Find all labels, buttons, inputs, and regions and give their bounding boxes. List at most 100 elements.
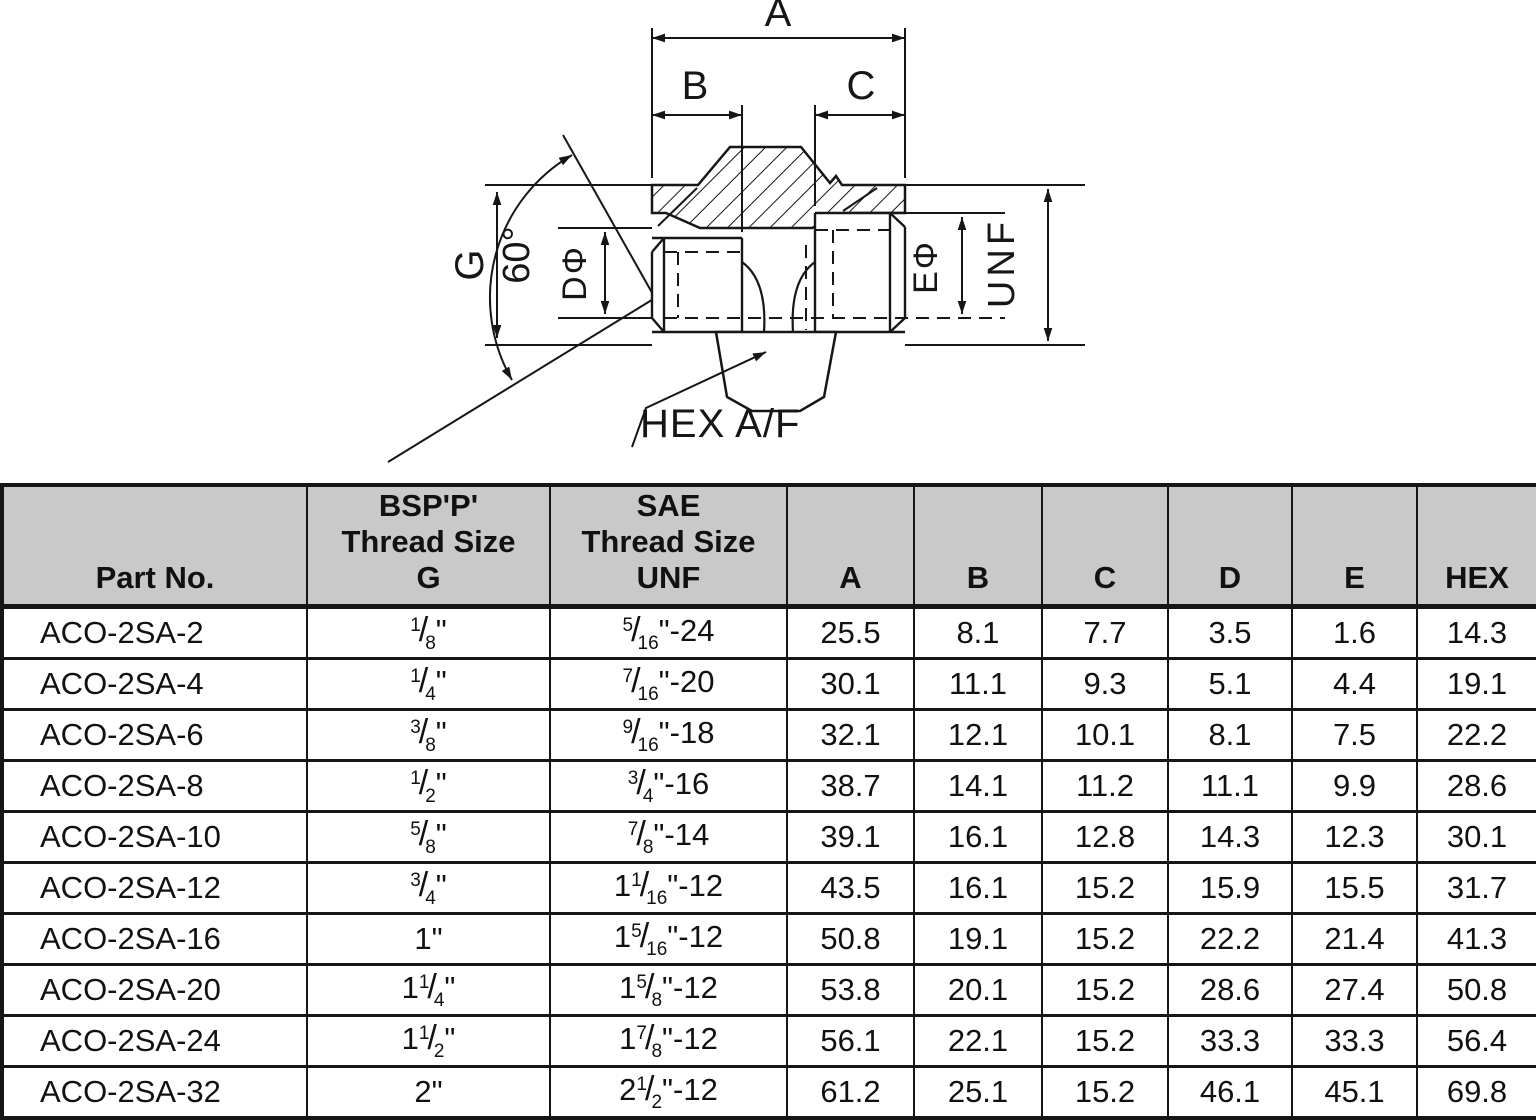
dim-hex-cell: 30.1	[1416, 810, 1536, 863]
dim-c-cell: 15.2	[1041, 963, 1168, 1016]
sae-unf-cell: 7/16"-20	[549, 657, 787, 710]
dim-e-cell: 1.6	[1291, 606, 1417, 659]
dim-hex-cell: 50.8	[1416, 963, 1536, 1016]
part-no-cell: ACO-2SA-2	[2, 606, 307, 659]
header-row: Part No. BSP'P' Thread Size G SAE Thread…	[2, 485, 1536, 609]
sae-unf-cell: 21/2"-12	[549, 1065, 787, 1118]
dim-e-cell: 27.4	[1291, 963, 1417, 1016]
dim-e-cell: 4.4	[1291, 657, 1417, 710]
dim-c-cell: 15.2	[1041, 1065, 1168, 1118]
dim-label-unf: UNF	[981, 218, 1023, 308]
dim-a-cell: 53.8	[786, 963, 914, 1016]
dim-a-cell: 32.1	[786, 708, 914, 761]
spec-table: Part No. BSP'P' Thread Size G SAE Thread…	[0, 483, 1536, 1120]
dimension-lines	[492, 28, 1053, 448]
dim-hex-cell: 14.3	[1416, 606, 1536, 659]
dim-a-cell: 61.2	[786, 1065, 914, 1118]
dim-a-cell: 39.1	[786, 810, 914, 863]
bsp-g-cell: 1/4"	[306, 657, 550, 710]
dim-d-cell: 15.9	[1167, 861, 1292, 914]
dim-label-g: G	[448, 249, 492, 280]
fitting-body	[650, 145, 1005, 413]
col-header-e: E	[1291, 485, 1417, 609]
col-header-d: D	[1167, 485, 1292, 609]
sae-unf-cell: 5/16"-24	[549, 606, 787, 659]
part-no-cell: ACO-2SA-20	[2, 963, 307, 1016]
dim-c-cell: 15.2	[1041, 1014, 1168, 1067]
dim-d-cell: 22.2	[1167, 912, 1292, 965]
col-header-b: B	[913, 485, 1042, 609]
dim-hex-cell: 22.2	[1416, 708, 1536, 761]
technical-drawing: A B C G 60° DΦ EΦ UNF HEX A/F	[0, 0, 1536, 483]
dim-a-cell: 25.5	[786, 606, 914, 659]
bsp-g-cell: 2"	[306, 1065, 550, 1118]
dim-e-cell: 21.4	[1291, 912, 1417, 965]
sae-unf-cell: 3/4"-16	[549, 759, 787, 812]
sae-unf-cell: 7/8"-14	[549, 810, 787, 863]
col-header-part-no: Part No.	[2, 485, 307, 609]
dim-c-cell: 10.1	[1041, 708, 1168, 761]
col-header-a: A	[786, 485, 914, 609]
dim-d-cell: 11.1	[1167, 759, 1292, 812]
dim-a-cell: 38.7	[786, 759, 914, 812]
dim-b-cell: 8.1	[913, 606, 1042, 659]
part-no-cell: ACO-2SA-6	[2, 708, 307, 761]
part-no-cell: ACO-2SA-16	[2, 912, 307, 965]
dim-b-cell: 14.1	[913, 759, 1042, 812]
col-header-hex: HEX	[1416, 485, 1536, 609]
dim-c-cell: 15.2	[1041, 861, 1168, 914]
sae-unf-cell: 9/16"-18	[549, 708, 787, 761]
dim-b-cell: 20.1	[913, 963, 1042, 1016]
dim-b-cell: 22.1	[913, 1014, 1042, 1067]
dim-c-cell: 9.3	[1041, 657, 1168, 710]
hex-af-label: HEX A/F	[640, 402, 800, 446]
part-no-cell: ACO-2SA-8	[2, 759, 307, 812]
dim-d-cell: 33.3	[1167, 1014, 1292, 1067]
dim-label-b: B	[682, 64, 709, 108]
dim-e-cell: 33.3	[1291, 1014, 1417, 1067]
dim-hex-cell: 28.6	[1416, 759, 1536, 812]
dim-a-cell: 56.1	[786, 1014, 914, 1067]
dim-a-cell: 43.5	[786, 861, 914, 914]
hex-lobe	[714, 330, 838, 413]
dim-b-cell: 16.1	[913, 810, 1042, 863]
dim-e-cell: 9.9	[1291, 759, 1417, 812]
bsp-g-cell: 5/8"	[306, 810, 550, 863]
dim-d-cell: 46.1	[1167, 1065, 1292, 1118]
hidden-lines	[664, 229, 1005, 330]
dim-c-cell: 11.2	[1041, 759, 1168, 812]
hex-cross-section	[650, 145, 907, 230]
dim-d-cell: 8.1	[1167, 708, 1292, 761]
col-header-c: C	[1041, 485, 1168, 609]
bsp-g-cell: 1/8"	[306, 606, 550, 659]
dim-hex-cell: 19.1	[1416, 657, 1536, 710]
dim-a-cell: 50.8	[786, 912, 914, 965]
col-header-sae-unf: SAE Thread Size UNF	[549, 485, 787, 609]
dim-e-cell: 45.1	[1291, 1065, 1417, 1118]
dim-hex-cell: 31.7	[1416, 861, 1536, 914]
sae-unf-cell: 15/8"-12	[549, 963, 787, 1016]
dim-label-a: A	[765, 0, 792, 35]
bsp-g-cell: 1"	[306, 912, 550, 965]
dim-d-cell: 5.1	[1167, 657, 1292, 710]
part-no-cell: ACO-2SA-12	[2, 861, 307, 914]
dim-d-cell: 28.6	[1167, 963, 1292, 1016]
fitting-drawing-svg: A B C G 60° DΦ EΦ UNF HEX A/F	[387, 0, 1085, 463]
dim-c-cell: 15.2	[1041, 912, 1168, 965]
dim-hex-cell: 41.3	[1416, 912, 1536, 965]
dim-label-e-phi: EΦ	[907, 240, 945, 294]
bsp-g-cell: 3/8"	[306, 708, 550, 761]
dim-e-cell: 7.5	[1291, 708, 1417, 761]
col-header-bsp-g: BSP'P' Thread Size G	[306, 485, 550, 609]
dim-label-c: C	[847, 64, 876, 108]
dim-b-cell: 25.1	[913, 1065, 1042, 1118]
